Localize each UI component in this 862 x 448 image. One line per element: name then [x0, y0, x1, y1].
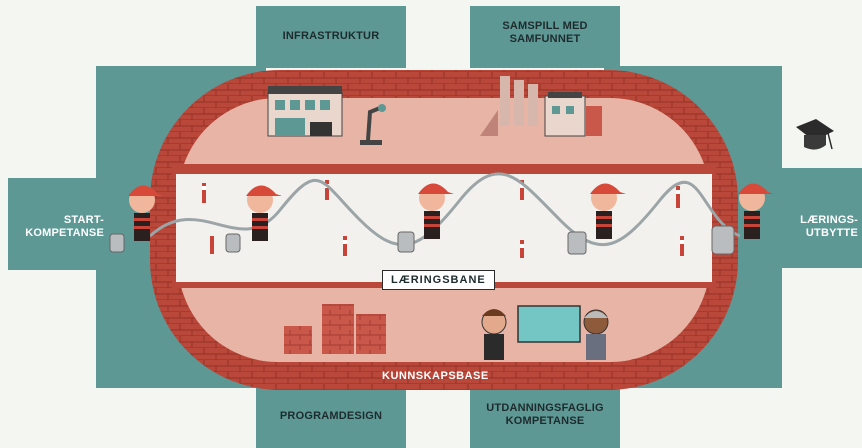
- label-samspill-line2: SAMFUNNET: [509, 33, 581, 45]
- label-infrastruktur: INFRASTRUKTUR: [282, 30, 380, 42]
- panel-samspill: [470, 6, 620, 68]
- label-start-line2: KOMPETANSE: [25, 227, 104, 239]
- panel-infrastruktur: [256, 6, 406, 68]
- label-samspill-line1: SAMSPILL MED: [502, 20, 588, 32]
- label-laeringsbane: LÆRINGSBANE: [382, 270, 495, 290]
- label-utdanning: UTDANNINGSFAGLIG KOMPETANSE: [470, 402, 620, 428]
- upper-brick-band: [172, 164, 716, 176]
- panel-programdesign: [256, 382, 406, 448]
- label-start: START- KOMPETANSE: [14, 214, 104, 240]
- label-laering-line2: UTBYTTE: [805, 227, 858, 239]
- label-start-line1: START-: [63, 214, 104, 226]
- label-laering: LÆRINGS- UTBYTTE: [790, 214, 858, 240]
- whiteboard-icon: [517, 305, 581, 343]
- building-icon: [267, 86, 343, 137]
- factory-icon: [480, 76, 602, 137]
- hurdle-posts: [202, 180, 684, 258]
- label-utdanning-line1: UTDANNINGSFAGLIG: [486, 402, 604, 414]
- label-samspill: SAMSPILL MED SAMFUNNET: [470, 20, 620, 46]
- label-laering-line1: LÆRINGS-: [800, 214, 858, 226]
- graduation-cap-icon: [796, 119, 834, 150]
- teacher-left-icon: [481, 309, 507, 360]
- panel-utdanning: [470, 382, 620, 448]
- label-kunnskapsbase: KUNNSKAPSBASE: [382, 370, 489, 382]
- microscope-icon: [360, 104, 386, 145]
- teacher-right-icon: [583, 309, 609, 360]
- learning-path-line: [148, 172, 741, 247]
- label-utdanning-line2: KOMPETANSE: [505, 415, 585, 427]
- runner-figures: [109, 183, 774, 255]
- label-programdesign: PROGRAMDESIGN: [279, 410, 383, 422]
- brick-stack-icon: [284, 304, 386, 354]
